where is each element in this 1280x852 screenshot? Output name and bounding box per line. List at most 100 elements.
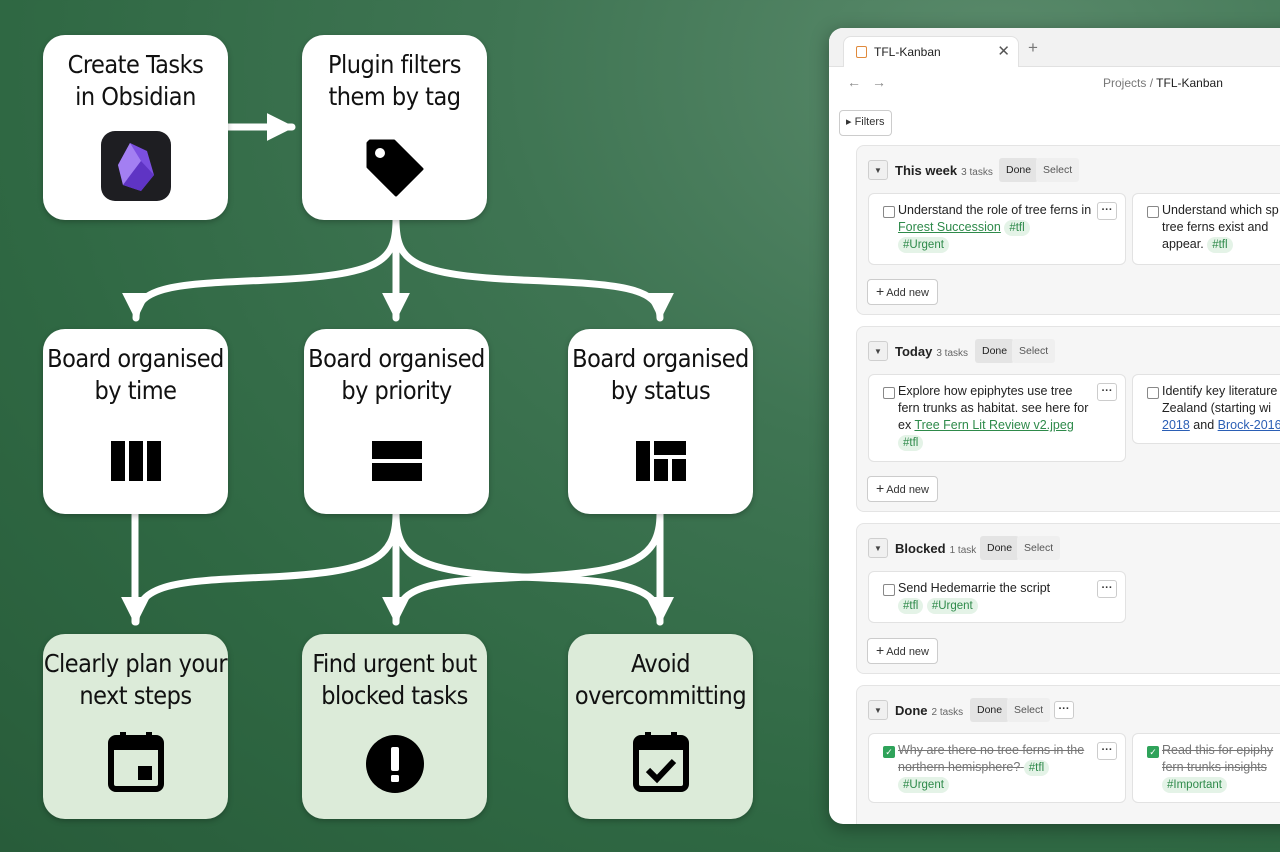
task-checkbox[interactable] [883, 206, 895, 218]
tag[interactable]: #tfl [1023, 760, 1050, 776]
node-status-title: Board organised by status [572, 344, 749, 405]
task-link[interactable]: 2018 [1162, 418, 1190, 432]
add-new-button[interactable]: +Add new [867, 476, 938, 502]
exclamation-icon [365, 735, 424, 793]
node-create-tasks: Create Tasks in Obsidian [43, 35, 228, 220]
breadcrumb-parent[interactable]: Projects [1103, 76, 1147, 90]
tag[interactable]: #Urgent [898, 777, 949, 793]
breadcrumb: Projects / TFL-Kanban [1103, 76, 1223, 90]
task-text: Explore how epiphytes use tree fern trun… [898, 384, 1089, 451]
card-more-icon[interactable]: ··· [1097, 742, 1117, 760]
done-button[interactable]: Done [999, 158, 1039, 182]
arrow-status-urgent [392, 510, 664, 626]
select-button[interactable]: Select [1007, 698, 1051, 722]
arrow-filter-time [122, 216, 400, 322]
task-checkbox-checked[interactable]: ✓ [1147, 746, 1159, 758]
forward-arrow-icon[interactable]: → [872, 74, 886, 90]
tag[interactable]: #Urgent [926, 598, 978, 614]
task-card[interactable]: ✓ Why are there no tree ferns in the nor… [868, 733, 1126, 803]
back-arrow-icon[interactable]: ← [847, 74, 861, 90]
node-urgent-title: Find urgent but blocked tasks [312, 649, 477, 710]
task-card[interactable]: Send Hedemarrie the script#tfl #Urgent ·… [868, 571, 1126, 623]
node-create-title: Create Tasks in Obsidian [67, 50, 204, 111]
select-button[interactable]: Select [1017, 536, 1061, 560]
select-button[interactable]: Select [1012, 339, 1056, 363]
collapse-toggle-icon[interactable]: ▼ [868, 341, 888, 361]
tag[interactable]: #tfl [898, 435, 924, 451]
node-board-status: Board organised by status [568, 329, 753, 514]
rows-icon [371, 441, 422, 481]
tag[interactable]: #tfl [1004, 220, 1030, 236]
tab-tfl-kanban[interactable]: TFL-Kanban ✕ [843, 36, 1019, 67]
node-find-urgent: Find urgent but blocked tasks [302, 634, 487, 819]
node-priority-title: Board organised by priority [308, 344, 485, 405]
task-link[interactable]: Brock-2016 [1217, 418, 1280, 432]
node-plan-next-steps: Clearly plan your next steps [43, 634, 228, 819]
task-text: Why are there no tree ferns in the north… [898, 743, 1085, 793]
collapse-toggle-icon[interactable]: ▼ [868, 538, 888, 558]
done-button[interactable]: Done [970, 698, 1010, 722]
done-button[interactable]: Done [975, 339, 1015, 363]
select-button[interactable]: Select [1036, 158, 1080, 182]
tag[interactable]: #Important [1162, 777, 1227, 793]
breadcrumb-current[interactable]: TFL-Kanban [1156, 76, 1223, 90]
tab-bar: TFL-Kanban ✕ + [829, 28, 1280, 67]
kanban-file-icon [856, 46, 867, 58]
card-more-icon[interactable]: ··· [1097, 580, 1117, 598]
add-new-button[interactable]: +Add new [867, 638, 938, 664]
node-board-time: Board organised by time [43, 329, 228, 514]
new-tab-icon[interactable]: + [1028, 38, 1038, 57]
node-time-title: Board organised by time [47, 344, 224, 405]
task-checkbox[interactable] [883, 387, 895, 399]
task-checkbox-checked[interactable]: ✓ [883, 746, 895, 758]
calendar-check-icon [632, 732, 689, 792]
arrow-filter-status [392, 216, 674, 322]
node-plugin-filter: Plugin filters them by tag [302, 35, 487, 220]
collapse-toggle-icon[interactable]: ▼ [868, 160, 888, 180]
task-checkbox[interactable] [1147, 206, 1159, 218]
card-more-icon[interactable]: ··· [1097, 202, 1117, 220]
arrow-priority-plan [122, 510, 400, 626]
obsidian-logo-icon [100, 131, 171, 201]
tag[interactable]: #Urgent [898, 237, 949, 253]
task-card[interactable]: Explore how epiphytes use tree fern trun… [868, 374, 1126, 462]
card-more-icon[interactable]: ··· [1097, 383, 1117, 401]
tag-icon [366, 139, 423, 197]
tab-label: TFL-Kanban [874, 45, 941, 59]
task-card[interactable]: Understand the role of tree ferns in For… [868, 193, 1126, 265]
task-text: Send Hedemarrie the script#tfl #Urgent [898, 581, 1051, 614]
task-checkbox[interactable] [883, 584, 895, 596]
node-filter-title: Plugin filters them by tag [327, 50, 462, 111]
section-more-icon[interactable]: ··· [1054, 701, 1074, 719]
add-new-button[interactable]: +Add new [867, 279, 938, 305]
done-button[interactable]: Done [980, 536, 1020, 560]
flow-arrows [121, 113, 674, 626]
tag[interactable]: #tfl [1207, 237, 1233, 253]
task-link[interactable]: Tree Fern Lit Review v2.jpeg [914, 418, 1074, 432]
columns-icon [110, 441, 161, 481]
close-icon[interactable]: ✕ [997, 43, 1010, 60]
grid-layout-icon [635, 441, 686, 481]
calendar-icon [107, 732, 164, 792]
collapse-toggle-icon[interactable]: ▼ [868, 700, 888, 720]
task-checkbox[interactable] [1147, 387, 1159, 399]
obsidian-app-window: TFL-Kanban ✕ + ← → Projects / TFL-Kanban… [829, 28, 1280, 824]
node-avoid-overcommit: Avoid overcommitting [568, 634, 753, 819]
tag[interactable]: #tfl [898, 598, 924, 614]
task-link[interactable]: Forest Succession [898, 220, 1001, 234]
filters-button[interactable]: ▸ Filters [839, 110, 892, 136]
breadcrumb-separator: / [1149, 76, 1154, 90]
